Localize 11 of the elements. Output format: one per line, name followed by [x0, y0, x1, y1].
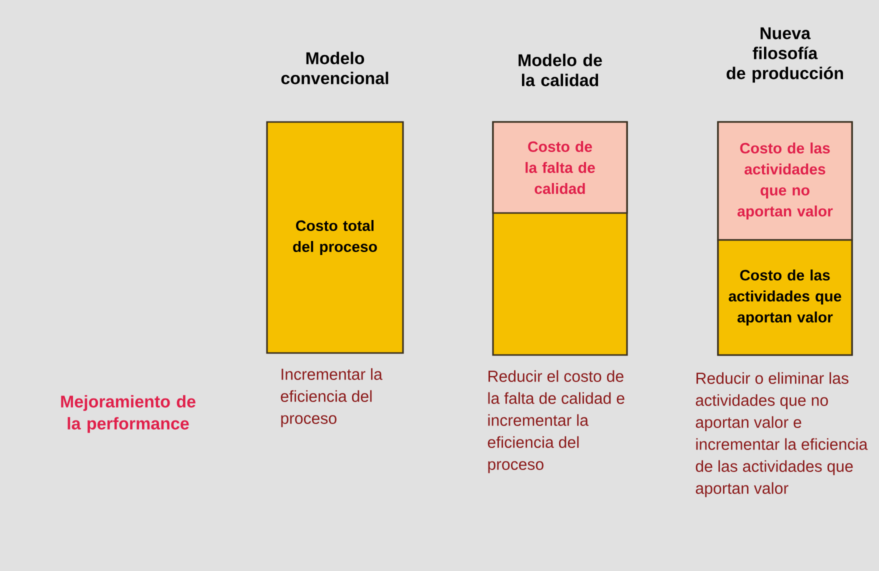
column-heading: Nueva filosofía de producción [726, 27, 843, 83]
row-label: Mejoramiento de la performance [61, 395, 196, 433]
description-text: Reducir o eliminar las actividades que no aportan valor e incrementar la eficiencia de las actividades que aportan valor [696, 372, 868, 498]
cost-bar: Costo total del proceso [266, 121, 404, 354]
column-heading: Modelo convencional [281, 52, 388, 84]
cost-bar: Costo de la falta de calidad [492, 121, 628, 214]
cost-bar: Costo de las actividades que no aportan valor [717, 121, 853, 241]
column-heading: Modelo de la calidad [518, 54, 602, 86]
description-text: Incrementar la eficiencia del proceso [280, 368, 382, 428]
cost-bar: Costo de las actividades que aportan valor [717, 239, 853, 356]
description-text: Reducir el costo de la falta de calidad e incrementar la eficiencia del proceso [488, 370, 624, 474]
